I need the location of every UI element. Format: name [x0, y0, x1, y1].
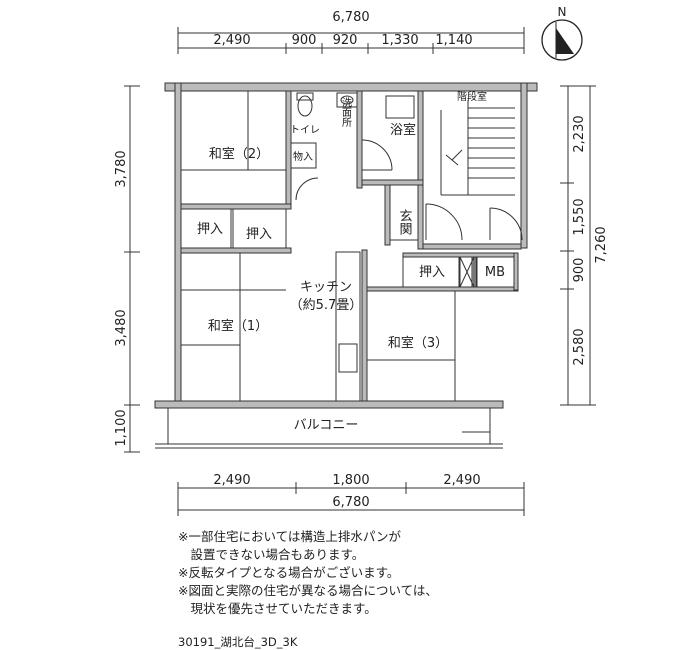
mb-label: MB: [485, 265, 505, 280]
kitchen-label: キッチン: [300, 280, 352, 295]
storage-label: 物入: [293, 150, 313, 163]
bath-label: 浴室: [390, 122, 416, 138]
dim-bottom-2: 1,800: [332, 473, 369, 488]
dim-top-total: 6,780: [332, 10, 369, 25]
dim-right-1: 2,230: [572, 115, 587, 152]
dim-left-2: 3,480: [114, 309, 129, 346]
plan-code: 30191_湖北台_3D_3K: [178, 635, 298, 649]
interior-lines: [155, 91, 515, 449]
note-line-5: 現状を優先させていただきます。: [178, 601, 377, 616]
dim-bottom-3: 2,490: [443, 473, 480, 488]
balcony-label: バルコニー: [294, 418, 359, 433]
oshiire-label-1: 押入: [197, 222, 223, 237]
north-label: N: [558, 5, 567, 19]
toilet-label: トイレ: [290, 125, 320, 136]
room-washitsu1-label: 和室（1）: [208, 318, 268, 334]
dim-right-3: 900: [572, 258, 587, 283]
dim-top-5: 1,140: [435, 33, 472, 48]
dim-right-4: 2,580: [572, 328, 587, 365]
dim-right-2: 1,550: [572, 198, 587, 235]
dim-top-2: 900: [292, 33, 317, 48]
dim-bottom-total: 6,780: [332, 495, 369, 510]
notes: ※一部住宅においては構造上排水パンが 設置できない場合もあります。 ※反転タイプ…: [178, 528, 438, 618]
room-washitsu2-label: 和室（2）: [209, 146, 269, 162]
note-line-2: 設置できない場合もあります。: [178, 547, 365, 562]
note-line-3: ※反転タイプとなる場合がございます。: [178, 565, 400, 580]
dim-top-1: 2,490: [213, 33, 250, 48]
oshiire-label-3: 押入: [419, 265, 445, 280]
stairs-label: 階段室: [457, 90, 487, 103]
dimension-lines: [124, 27, 596, 516]
entrance-label: 玄関: [397, 209, 413, 236]
dim-bottom-1: 2,490: [213, 473, 250, 488]
room-washitsu3-label: 和室（3）: [388, 335, 448, 351]
dim-left-1: 3,780: [114, 150, 129, 187]
oshiire-label-2: 押入: [246, 227, 272, 242]
dim-top-4: 1,330: [381, 33, 418, 48]
note-line-4: ※図面と実際の住宅が異なる場合については、: [178, 583, 438, 598]
kitchen-size-label: （約5.7畳）: [290, 298, 363, 313]
dim-top-3: 920: [333, 33, 358, 48]
note-line-1: ※一部住宅においては構造上排水パンが: [178, 529, 401, 544]
walls: [154, 82, 538, 409]
north-arrow-icon: N: [541, 5, 583, 61]
wash-label: 洗面所: [340, 97, 352, 128]
doors: [295, 139, 523, 241]
dim-right-total: 7,260: [594, 226, 609, 263]
dim-left-3: 1,100: [114, 409, 129, 446]
